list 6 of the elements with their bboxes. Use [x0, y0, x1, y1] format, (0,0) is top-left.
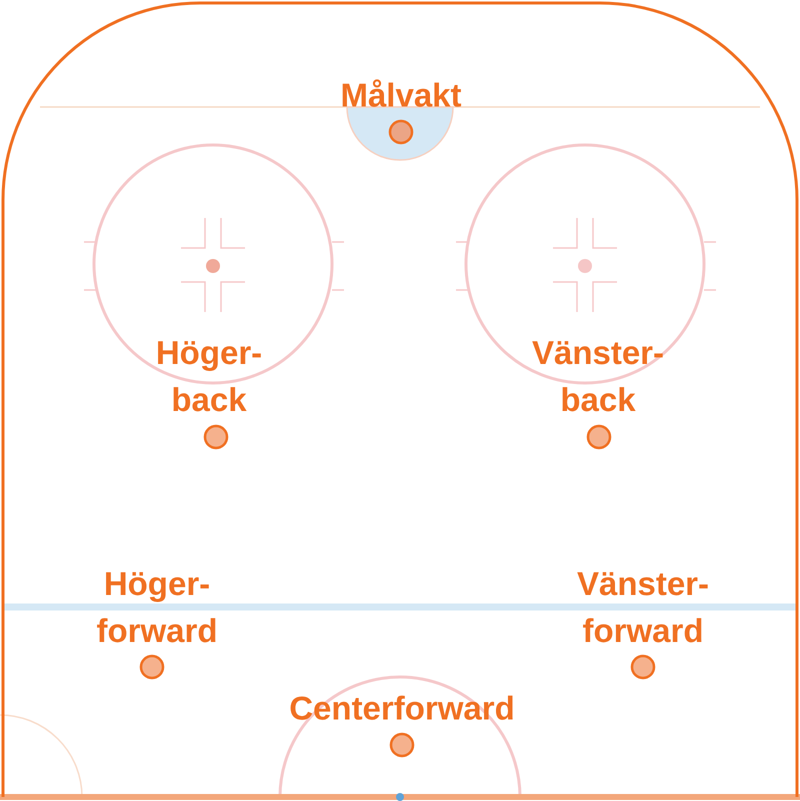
position-label: Höger- back — [156, 333, 262, 420]
position-label: Målvakt — [340, 76, 462, 116]
position-label: Höger- forward — [96, 564, 218, 651]
position-label: Centerforward — [289, 688, 515, 728]
position-label: Vänster- forward — [576, 564, 710, 651]
position-label: Vänster- back — [532, 333, 664, 420]
